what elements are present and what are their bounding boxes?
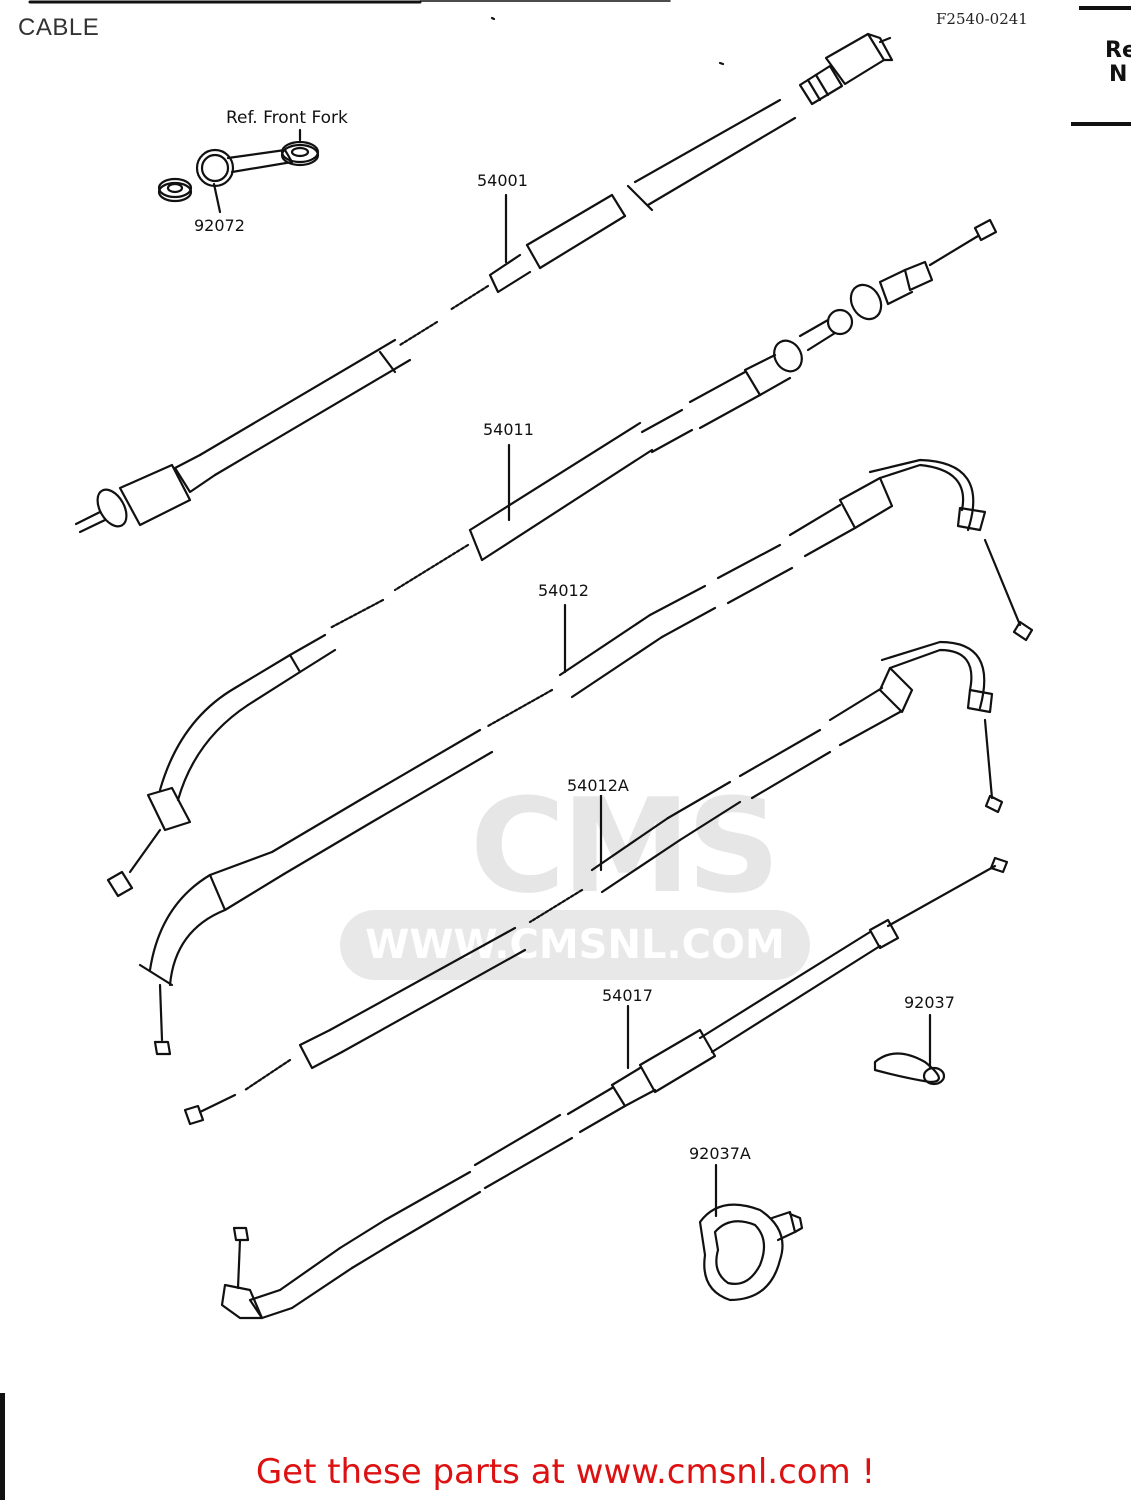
part-54017-drawing [220, 856, 1009, 1320]
ref-no-bottom-rule [1071, 122, 1131, 126]
part-92037-drawing [873, 1052, 946, 1086]
get-parts-link[interactable]: Get these parts at www.cmsnl.com ! [255, 1452, 876, 1492]
part-54001-drawing [74, 32, 894, 534]
part-label-54012A[interactable]: 54012A [566, 776, 630, 795]
drawing-code: F2540-0241 [936, 10, 1028, 28]
part-label-92072[interactable]: 92072 [193, 216, 246, 235]
part-label-92037[interactable]: 92037 [903, 993, 956, 1012]
part-label-54011[interactable]: 54011 [482, 420, 535, 439]
part-label-54001[interactable]: 54001 [476, 171, 529, 190]
watermark-url: WWW.CMSNL.COM [340, 910, 810, 980]
part-label-54017[interactable]: 54017 [601, 986, 654, 1005]
ref-no-label-line1: Re [1105, 38, 1131, 63]
ref-no-top-rule [1079, 6, 1131, 10]
ref-no-column-header: Re N [1071, 0, 1131, 128]
part-label-92037A[interactable]: 92037A [688, 1144, 752, 1163]
part-54011-drawing [106, 218, 998, 898]
part-54012A-drawing [183, 640, 1004, 1126]
part-92037A-drawing [698, 1203, 804, 1302]
part-92072-drawing [157, 140, 320, 203]
page-title: CABLE [18, 14, 100, 41]
leader-92072 [212, 182, 222, 214]
part-54012-drawing [138, 458, 1034, 1056]
ref-no-label-line2: N [1109, 62, 1128, 87]
left-margin-rule [0, 1393, 5, 1500]
part-label-54012[interactable]: 54012 [537, 581, 590, 600]
front-fork-reference-label: Ref. Front Fork [226, 108, 348, 128]
